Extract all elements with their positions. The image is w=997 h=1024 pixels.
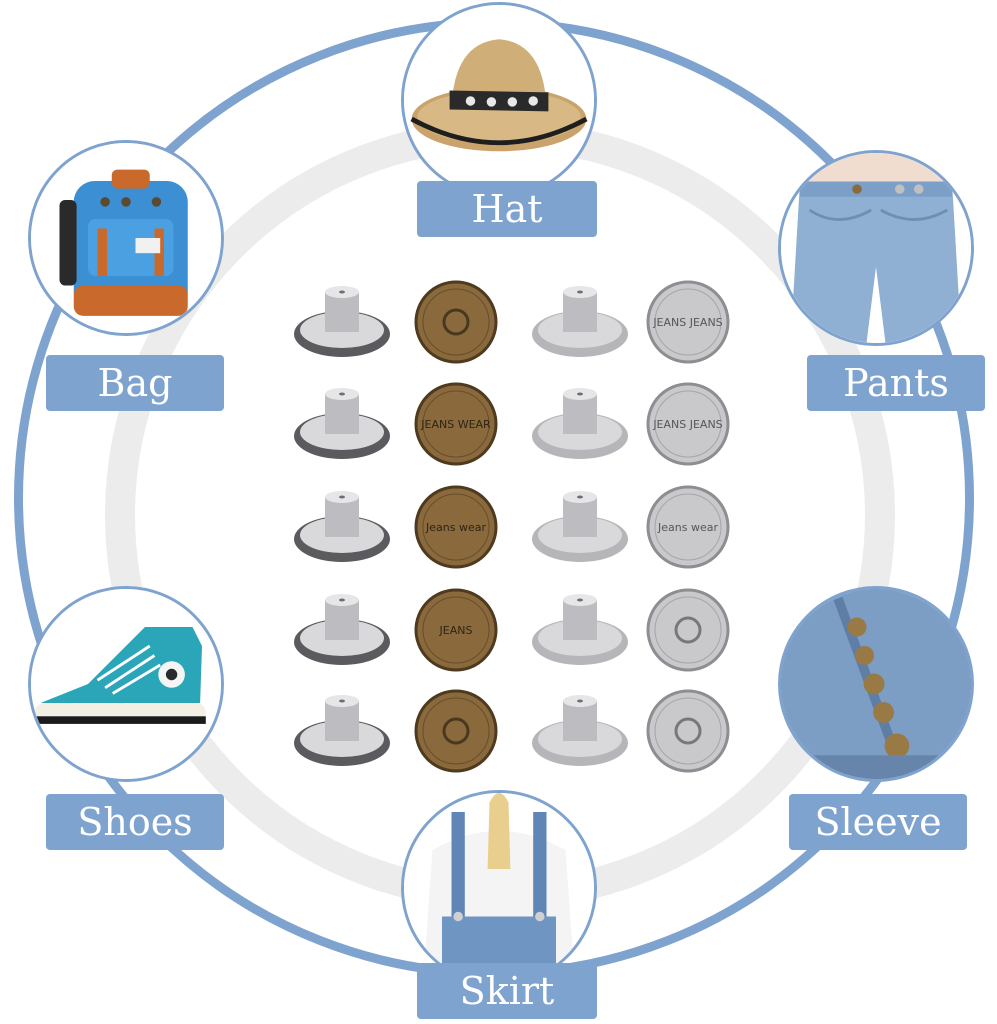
- sleeve-label: Sleeve: [789, 794, 967, 850]
- bag-image: [28, 140, 224, 336]
- pants-illustration: [781, 153, 971, 343]
- hat-illustration: [404, 5, 594, 195]
- pants-label: Pants: [807, 355, 985, 411]
- skirt-label: Skirt: [417, 963, 597, 1019]
- sleeve-illustration: [781, 589, 971, 779]
- bag-label: Bag: [46, 355, 224, 411]
- shoes-label: Shoes: [46, 794, 224, 850]
- skirt-image: [401, 790, 597, 986]
- shoes-illustration: [31, 589, 221, 779]
- hat-label: Hat: [417, 181, 597, 237]
- shoes-image: [28, 586, 224, 782]
- pants-image: [778, 150, 974, 346]
- hat-image: [401, 2, 597, 198]
- skirt-illustration: [404, 793, 594, 983]
- sleeve-image: [778, 586, 974, 782]
- bag-illustration: [31, 143, 221, 333]
